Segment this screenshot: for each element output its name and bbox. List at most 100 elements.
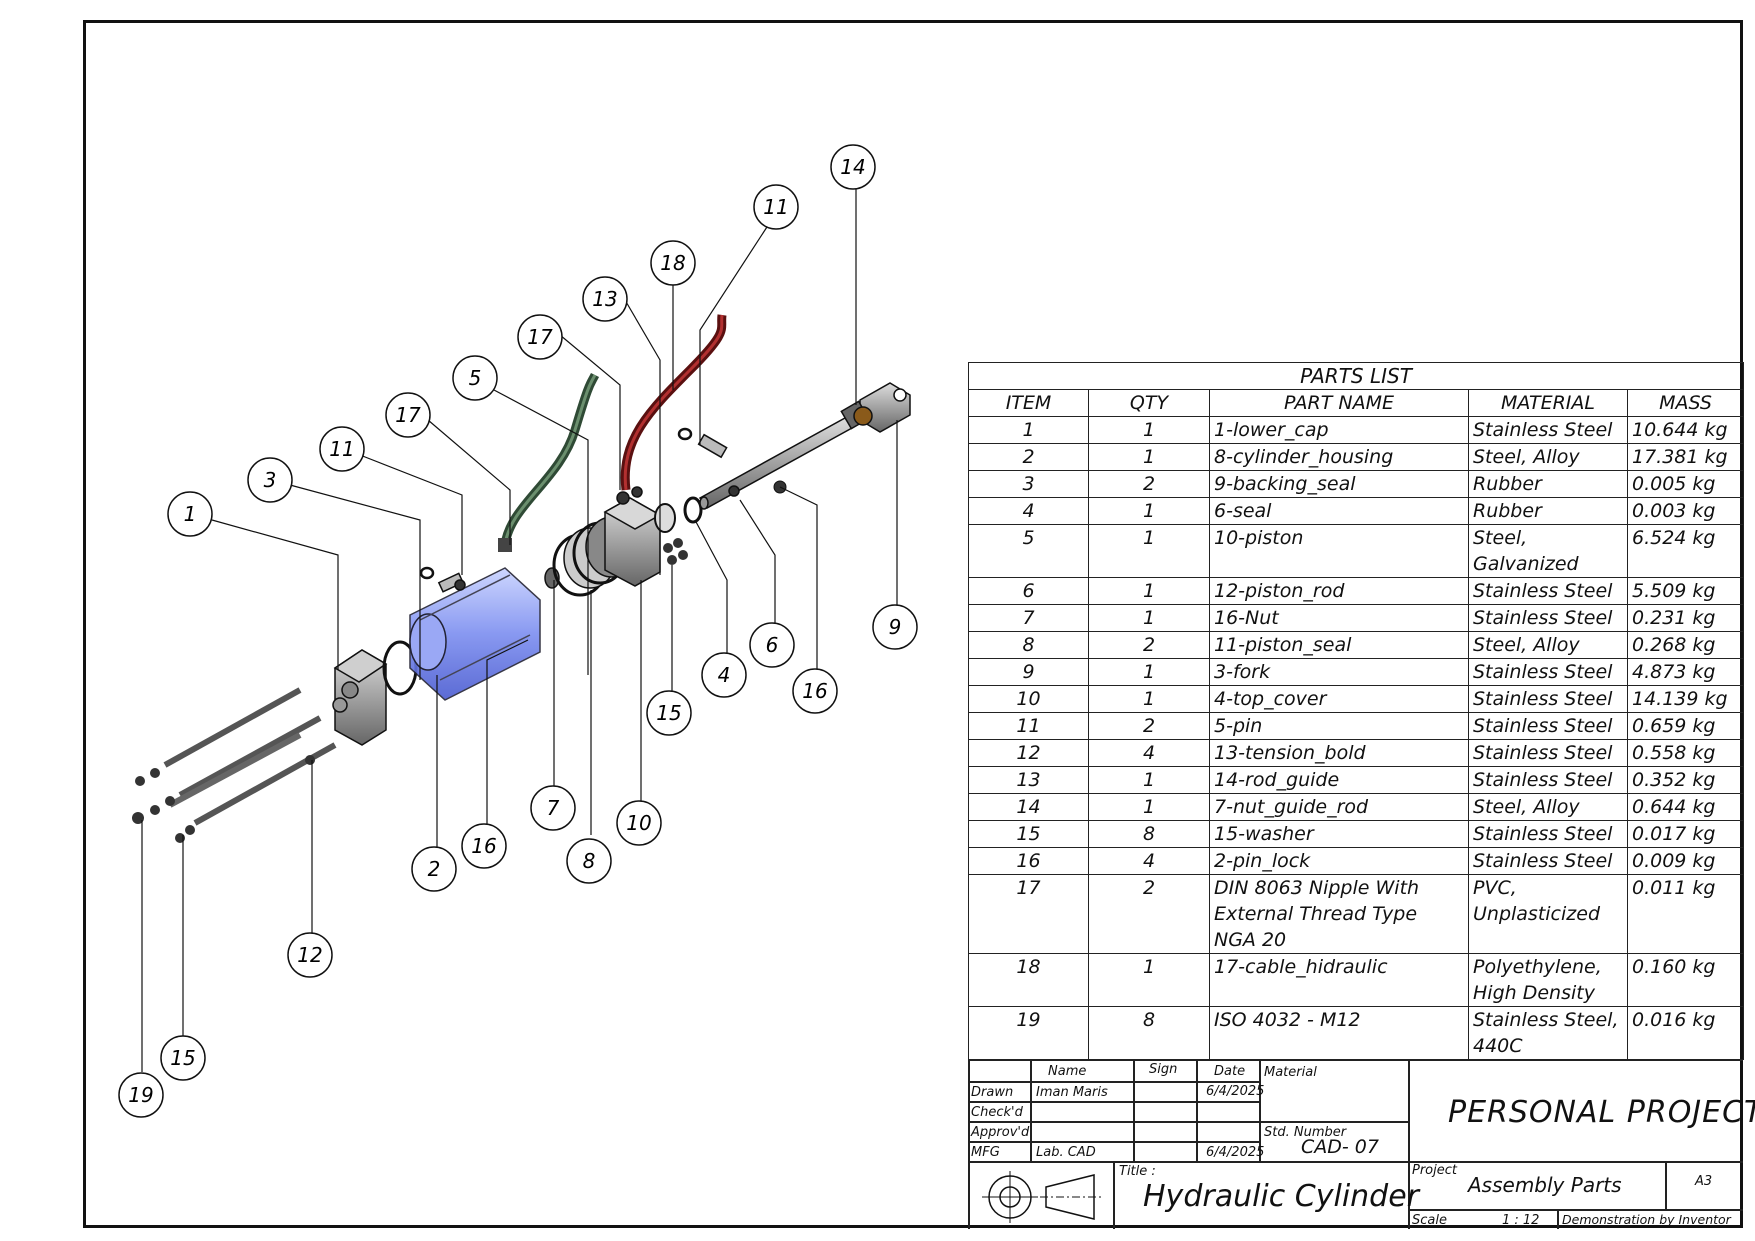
- cell-item: 13: [968, 766, 1089, 794]
- cell-material: Stainless Steel: [1468, 820, 1628, 848]
- balloon-label: 8: [583, 849, 596, 873]
- tb-std-number: CAD- 07: [1301, 1136, 1379, 1158]
- balloon-label: 5: [469, 366, 482, 390]
- tb-title: Hydraulic Cylinder: [1143, 1179, 1420, 1214]
- balloon-label: 19: [128, 1083, 153, 1107]
- cell-item: 6: [968, 577, 1089, 605]
- balloon-label: 15: [170, 1046, 195, 1070]
- balloon-item-8: 8: [566, 838, 612, 884]
- cell-mass: 0.644 kg: [1626, 793, 1745, 821]
- balloon-circle: [319, 426, 365, 472]
- cell-mass: 14.139 kg: [1626, 685, 1745, 713]
- balloon-label: 4: [718, 663, 731, 687]
- cell-item: 5: [968, 524, 1089, 578]
- fork: [840, 382, 911, 433]
- cell-item: 9: [968, 658, 1089, 686]
- tb-title-label: Title :: [1119, 1164, 1156, 1179]
- cell-material: Steel, Alloy: [1468, 443, 1628, 471]
- balloon-item-12: 12: [287, 932, 333, 978]
- hydraulic-hose-green: [498, 372, 600, 552]
- cell-item: 1: [968, 416, 1089, 444]
- col-material-header: MATERIAL: [1468, 389, 1628, 417]
- cell-part-name: 3-fork: [1209, 658, 1469, 686]
- balloon-circle: [792, 668, 838, 714]
- balloon-item-16: 16: [792, 668, 838, 714]
- cell-part-name: 9-backing_seal: [1209, 470, 1469, 498]
- balloon-circle: [749, 622, 795, 668]
- tb-checked-label: Check'd: [971, 1105, 1023, 1120]
- cell-mass: 0.268 kg: [1626, 631, 1745, 659]
- balloon-item-11: 11: [753, 184, 799, 230]
- cell-material: Steel, Alloy: [1468, 631, 1628, 659]
- cell-mass: 4.873 kg: [1626, 658, 1745, 686]
- tb-col-name: Name: [1048, 1064, 1087, 1079]
- cell-item: 7: [968, 604, 1089, 632]
- tb-approved-label: Approv'd: [971, 1125, 1030, 1140]
- title-block: Name Sign Date Material Drawn Iman Maris…: [968, 1060, 1755, 1229]
- cell-part-name: 13-tension_bold: [1209, 739, 1469, 767]
- balloon-label: 17: [395, 403, 421, 427]
- cell-part-name: 4-top_cover: [1209, 685, 1469, 713]
- cell-item: 16: [968, 847, 1089, 875]
- cell-item: 8: [968, 631, 1089, 659]
- cell-qty: 8: [1088, 820, 1210, 848]
- balloon-circle: [411, 846, 457, 892]
- cell-qty: 1: [1088, 416, 1210, 444]
- cell-material: Stainless Steel: [1468, 766, 1628, 794]
- cell-material: Stainless Steel: [1468, 739, 1628, 767]
- cell-qty: 1: [1088, 685, 1210, 713]
- cell-part-name: 6-seal: [1209, 497, 1469, 525]
- cell-item: 3: [968, 470, 1089, 498]
- pin-11-left: [419, 566, 466, 593]
- balloon-circle: [650, 240, 696, 286]
- cell-part-name: 11-piston_seal: [1209, 631, 1469, 659]
- balloon-label: 16: [802, 679, 827, 703]
- cell-part-name: DIN 8063 Nipple With External Thread Typ…: [1209, 874, 1469, 954]
- cell-item: 17: [968, 874, 1089, 954]
- balloon-label: 10: [626, 811, 651, 835]
- tb-mfg-label: MFG: [971, 1145, 1000, 1160]
- cell-part-name: 15-washer: [1209, 820, 1469, 848]
- cell-item: 18: [968, 953, 1089, 1007]
- cell-part-name: 1-lower_cap: [1209, 416, 1469, 444]
- cell-item: 10: [968, 685, 1089, 713]
- tb-company: PERSONAL PROJECT: [1448, 1095, 1755, 1130]
- cell-material: Stainless Steel: [1468, 416, 1628, 444]
- tb-note: Demonstration by Inventor: [1562, 1212, 1731, 1227]
- lower-cap: [332, 649, 388, 746]
- balloon-label: 14: [840, 155, 865, 179]
- cell-qty: 4: [1088, 739, 1210, 767]
- cell-material: PVC, Unplasticized: [1468, 874, 1628, 954]
- cell-material: Stainless Steel: [1468, 847, 1628, 875]
- cell-mass: 0.160 kg: [1626, 953, 1745, 1007]
- balloon-circle: [118, 1072, 164, 1118]
- cell-material: Polyethylene, High Density: [1468, 953, 1628, 1007]
- cell-part-name: 12-piston_rod: [1209, 577, 1469, 605]
- rod-end-nuts: [132, 755, 315, 843]
- balloon-item-2: 2: [411, 846, 457, 892]
- balloon-item-3: 3: [247, 457, 293, 503]
- balloon-circle: [646, 690, 692, 736]
- balloon-circle: [616, 800, 662, 846]
- balloon-item-10: 10: [616, 800, 662, 846]
- balloon-item-13: 13: [582, 276, 628, 322]
- top-cover: [603, 486, 662, 587]
- cell-part-name: 14-rod_guide: [1209, 766, 1469, 794]
- cylinder-housing: [409, 567, 541, 701]
- cell-material: Stainless Steel: [1468, 658, 1628, 686]
- cell-material: Stainless Steel: [1468, 577, 1628, 605]
- cell-material: Stainless Steel: [1468, 604, 1628, 632]
- cell-item: 2: [968, 443, 1089, 471]
- cell-part-name: 7-nut_guide_rod: [1209, 793, 1469, 821]
- cell-material: Stainless Steel, 440C: [1468, 1006, 1628, 1060]
- cell-qty: 1: [1088, 793, 1210, 821]
- cell-item: 4: [968, 497, 1089, 525]
